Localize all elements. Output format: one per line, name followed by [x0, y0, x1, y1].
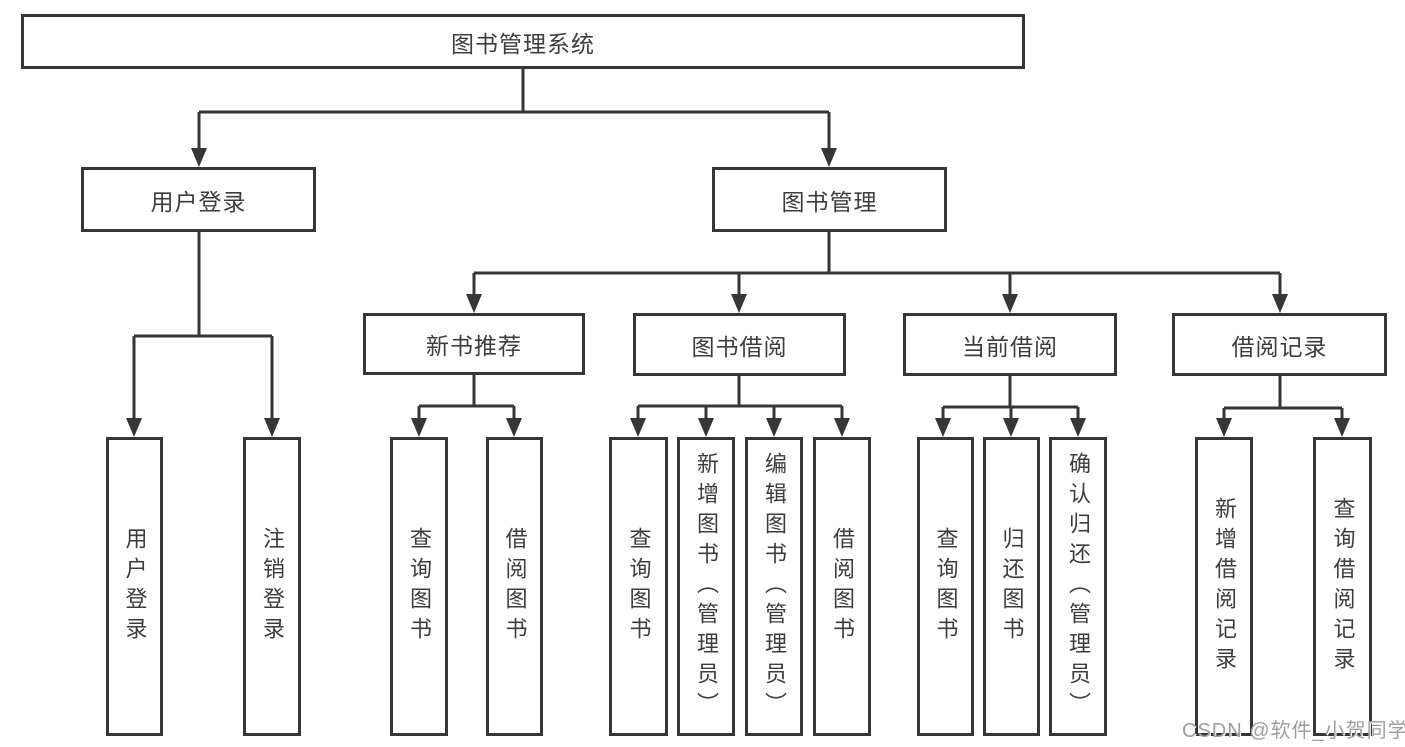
node-current-borrow-label: 当前借阅: [962, 333, 1058, 360]
node-borrow-record: 借阅记录: [1172, 313, 1387, 376]
leaf-current-confirm-label: 确认归还（管理员）: [1066, 451, 1091, 722]
node-current-borrow: 当前借阅: [903, 313, 1117, 376]
leaf-record-add: 新增借阅记录: [1195, 437, 1253, 736]
node-root: 图书管理系统: [21, 14, 1025, 69]
leaf-current-return-label: 归还图书: [999, 526, 1025, 647]
leaf-borrow-add-label: 新增图书（管理员）: [694, 451, 719, 722]
leaf-user-login: 用户登录: [106, 437, 163, 736]
node-new-book-rec: 新书推荐: [363, 313, 585, 375]
leaf-current-query-label: 查询图书: [933, 526, 959, 647]
node-root-label: 图书管理系统: [451, 30, 595, 57]
node-book-borrow-label: 图书借阅: [691, 333, 788, 360]
node-book-mgmt-label: 图书管理: [781, 188, 878, 215]
leaf-borrow-borrow-label: 借阅图书: [830, 526, 855, 647]
node-new-book-rec-label: 新书推荐: [426, 333, 522, 359]
leaf-newbook-borrow: 借阅图书: [486, 437, 543, 736]
node-user-login: 用户登录: [81, 167, 316, 232]
leaf-borrow-edit: 编辑图书（管理员）: [745, 437, 803, 736]
leaf-borrow-query-label: 查询图书: [626, 526, 652, 647]
leaf-current-query: 查询图书: [917, 437, 974, 736]
leaf-borrow-edit-label: 编辑图书（管理员）: [762, 451, 787, 722]
leaf-borrow-query: 查询图书: [609, 437, 668, 736]
leaf-newbook-borrow-label: 借阅图书: [502, 526, 528, 647]
node-user-login-label: 用户登录: [150, 188, 247, 215]
leaf-logout: 注销登录: [243, 437, 301, 736]
node-borrow-record-label: 借阅记录: [1231, 333, 1328, 360]
leaf-record-query: 查询借阅记录: [1313, 437, 1372, 736]
leaf-logout-label: 注销登录: [260, 526, 285, 647]
leaf-record-query-label: 查询借阅记录: [1330, 496, 1356, 677]
csdn-watermark: CSDN @软件_小贺同学: [1182, 720, 1405, 742]
leaf-borrow-borrow: 借阅图书: [813, 437, 871, 736]
leaf-newbook-query-label: 查询图书: [407, 526, 432, 647]
node-book-borrow: 图书借阅: [633, 313, 846, 376]
leaf-user-login-label: 用户登录: [122, 526, 148, 647]
leaf-current-return: 归还图书: [983, 437, 1040, 736]
leaf-record-add-label: 新增借阅记录: [1212, 496, 1237, 677]
node-book-mgmt: 图书管理: [712, 167, 947, 232]
leaf-newbook-query: 查询图书: [390, 437, 448, 736]
leaf-borrow-add: 新增图书（管理员）: [677, 437, 735, 736]
leaf-current-confirm: 确认归还（管理员）: [1049, 437, 1107, 736]
